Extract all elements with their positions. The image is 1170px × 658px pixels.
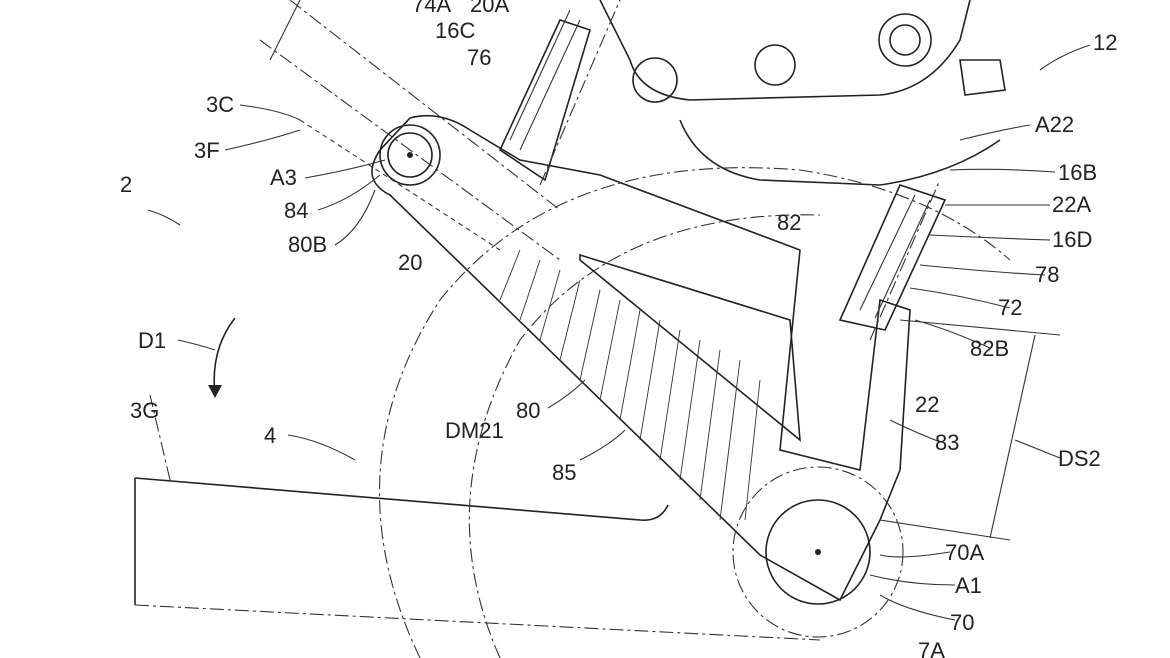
label-84: 84 (284, 198, 308, 223)
label-16B: 16B (1058, 160, 1097, 185)
label-80: 80 (516, 398, 540, 423)
label-83: 83 (935, 430, 959, 455)
label-A1: A1 (955, 573, 982, 598)
label-78: 78 (1035, 262, 1059, 287)
label-82B: 82B (970, 336, 1009, 361)
rotor-outline (378, 167, 1011, 658)
frame-tube (134, 394, 821, 641)
label-74A: 74A (412, 0, 451, 17)
label-22A: 22A (1052, 192, 1091, 217)
label-76: 76 (467, 45, 491, 70)
label-A3: A3 (270, 165, 297, 190)
label-7A: 7A (918, 638, 945, 658)
label-72: 72 (998, 295, 1022, 320)
label-DS2: DS2 (1058, 446, 1101, 471)
ds2-dimension (879, 319, 1061, 541)
label-3G: 3G (130, 398, 159, 423)
label-DM21: DM21 (445, 418, 504, 443)
label-4: 4 (264, 423, 276, 448)
label-3F: 3F (194, 138, 220, 163)
label-3C: 3C (206, 92, 234, 117)
label-80B: 80B (288, 232, 327, 257)
caliper (498, 0, 1006, 341)
rotation-arrow-d1 (208, 317, 236, 398)
leader-lines (147, 44, 1091, 621)
label-82: 82 (777, 210, 801, 235)
label-20: 20 (398, 250, 422, 275)
label-85: 85 (552, 460, 576, 485)
label-22: 22 (915, 392, 939, 417)
label-70A: 70A (945, 540, 984, 565)
label-2: 2 (120, 172, 132, 197)
label-16C: 16C (435, 18, 475, 43)
label-D1: D1 (138, 328, 166, 353)
label-70: 70 (950, 610, 974, 635)
label-12: 12 (1093, 30, 1117, 55)
label-A22: A22 (1035, 112, 1074, 137)
arm-member (371, 114, 911, 638)
reference-labels: 74A 20A 16C 76 3C 3F A3 84 80B 2 20 82 1… (120, 0, 1117, 658)
seat-stay (259, 0, 561, 261)
label-20A: 20A (470, 0, 509, 17)
label-16D: 16D (1052, 227, 1092, 252)
